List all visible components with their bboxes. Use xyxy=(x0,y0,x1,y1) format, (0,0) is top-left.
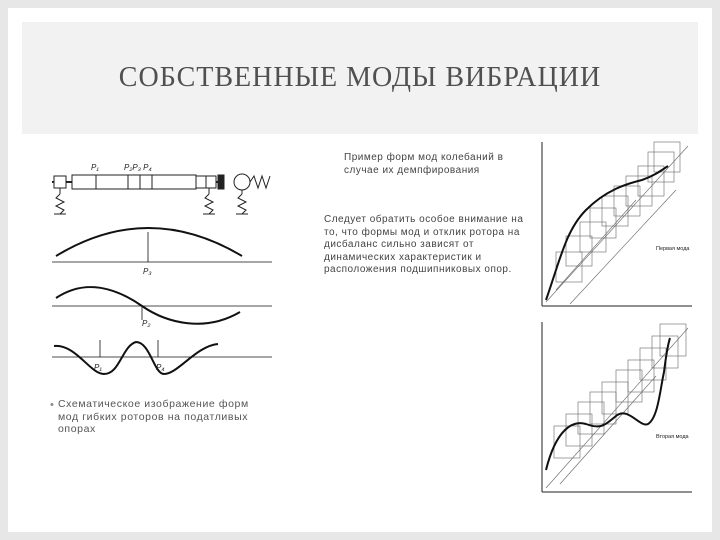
first-mode-curve xyxy=(545,165,669,301)
first-mode-plot: Первая мода xyxy=(536,140,694,308)
slide-title: СОБСТВЕННЫЕ МОДЫ ВИБРАЦИИ xyxy=(118,62,602,93)
second-mode-plot: Вторая мода xyxy=(536,320,694,496)
bullet-marker: • xyxy=(50,399,54,411)
mode-shape-1 xyxy=(52,227,272,263)
label-p234-top: P₂P₃ P₄ xyxy=(124,163,152,172)
rotor-mode-shapes-figure: P₁ P₂P₃ P₄ P₃ P₂ P₁ P₄ xyxy=(46,150,276,382)
figure-caption-item: • Схематическое изображение форм мод гиб… xyxy=(50,398,270,436)
title-band: СОБСТВЕННЫЕ МОДЫ ВИБРАЦИИ xyxy=(22,22,698,134)
label-p2: P₂ xyxy=(142,319,150,328)
mode-shape-3 xyxy=(52,340,272,376)
mode-shape-2 xyxy=(52,285,272,325)
label-p3: P₃ xyxy=(143,267,152,276)
example-note: Пример форм мод колебаний в случае их де… xyxy=(344,152,504,176)
label-p1-bottom: P₁ xyxy=(94,363,102,372)
label-p1-top: P₁ xyxy=(91,163,99,172)
attention-note: Следует обратить особое внимание на то, … xyxy=(324,214,524,275)
first-mode-label: Первая мода xyxy=(656,246,690,252)
figure-caption: Схематическое изображение форм мод гибки… xyxy=(57,398,249,435)
label-p4-bottom: P₄ xyxy=(156,363,165,372)
rotor-schematic xyxy=(52,173,271,215)
second-mode-curve xyxy=(545,337,671,471)
second-mode-label: Вторая мода xyxy=(656,434,690,440)
